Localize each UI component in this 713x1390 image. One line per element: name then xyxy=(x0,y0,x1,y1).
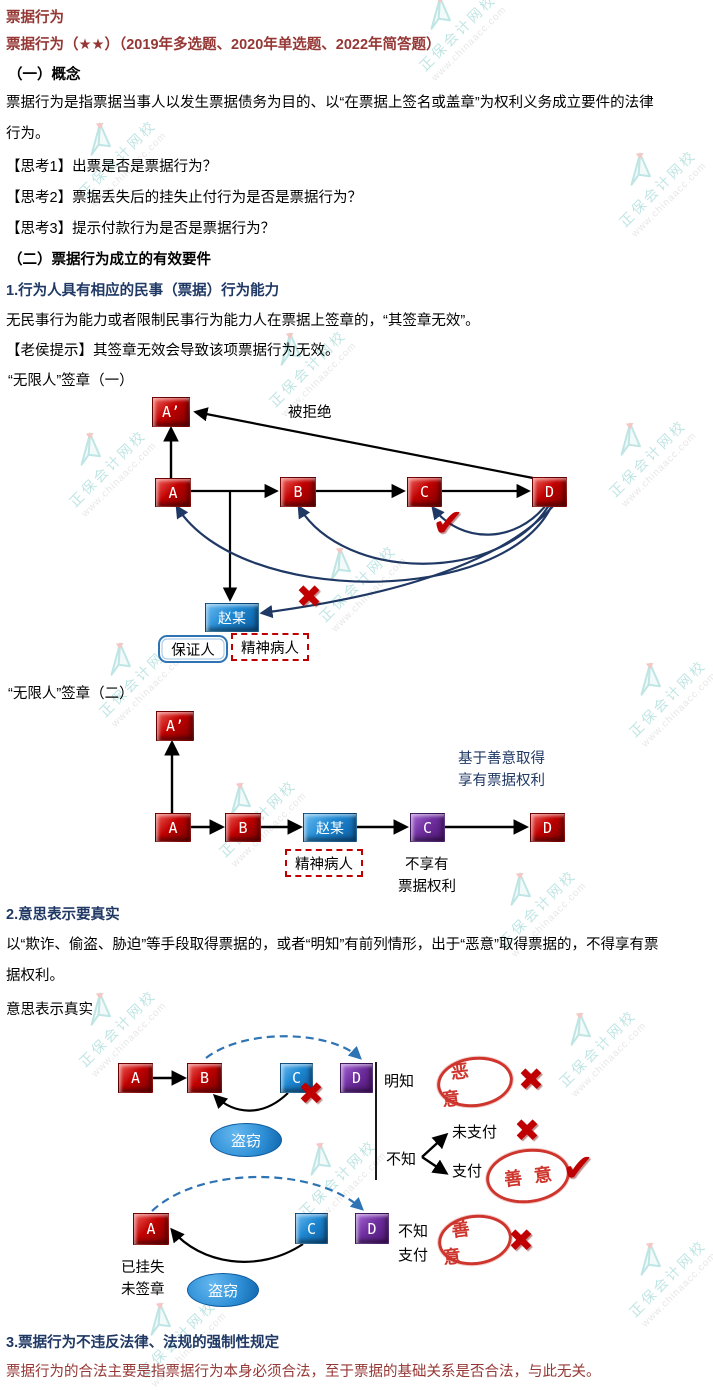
diagram3-true-intention: A B C D ✖ 盗窃 明知 恶意 ✖ 不知 未支付 ✖ 支付 善意 ✔ A … xyxy=(0,1028,713,1320)
not-know-label-2: 不知 xyxy=(398,1223,429,1240)
node-c2: C xyxy=(295,1213,328,1244)
node-b: B xyxy=(225,813,261,842)
node-a: A xyxy=(118,1063,153,1093)
guarantor-tag: 保证人 xyxy=(158,635,228,663)
branch-to-paid xyxy=(421,1156,449,1175)
concept-body: 票据行为是指票据当事人以发生票据债务为目的、以“在票据上签名或盖章”为权利义务成… xyxy=(6,95,654,142)
steal-bubble: 盗窃 xyxy=(210,1123,282,1157)
no-right-label-line1: 不享有 xyxy=(405,857,449,873)
steal-bubble-2: 盗窃 xyxy=(187,1273,259,1307)
node-c: C xyxy=(410,813,445,842)
req1-tip: 【老侯提示】其签章无效会导致该项票据行为无效。 xyxy=(6,343,340,359)
node-b: B xyxy=(280,477,316,507)
node-c: C xyxy=(407,477,442,507)
paper-plane-icon xyxy=(417,0,460,35)
topic-subtitle: 票据行为（★★）（2019年多选题、2020年单选题、2022年简答题） xyxy=(6,37,441,53)
cross-icon: ✖ xyxy=(298,1076,324,1111)
req1-heading: 1.行为人具有相应的民事（票据）行为能力 xyxy=(6,283,280,299)
diagram2-arrows xyxy=(164,739,530,835)
req1-body: 无民事行为能力或者限制民事行为能力人在票据上签章的，“其签章无效”。 xyxy=(6,313,480,329)
node-a-prime: A’ xyxy=(156,711,194,741)
good-faith-stamp-2: 善意 xyxy=(435,1210,515,1270)
no-right-label-line2: 票据权利 xyxy=(398,879,456,895)
diagram1-caption: “无限人”签章（一） xyxy=(8,373,134,389)
node-b: B xyxy=(187,1063,222,1093)
cross-icon: ✖ xyxy=(514,1113,540,1148)
node-zhao: 赵某 xyxy=(205,603,259,632)
node-d: D xyxy=(530,813,565,842)
cross-icon: ✖ xyxy=(518,1062,544,1097)
diagram2-invalid-signature-2: A’ 基于善意取得 享有票据权利 A B 赵某 C D 精神病人 不享有 票据权… xyxy=(0,703,713,898)
page-title: 票据行为 xyxy=(6,10,64,26)
check-icon: ✔ xyxy=(432,503,464,545)
req2-body: 以“欺诈、偷盗、胁迫”等手段取得票据的，或者“明知”有前列情形，出于“恶意”取得… xyxy=(6,937,659,984)
diagram2-caption: “无限人”签章（二） xyxy=(8,686,134,702)
node-a: A xyxy=(155,813,191,842)
dashed-curve-b-to-d xyxy=(205,1035,362,1060)
paid-label-2: 支付 xyxy=(398,1247,429,1264)
arrow-d-to-aprime-rejected xyxy=(193,407,534,480)
curve-c-to-b-steal xyxy=(212,1092,289,1112)
node-a2: A xyxy=(133,1213,169,1245)
think1-line: 【思考1】出票是否是票据行为？ xyxy=(6,159,218,175)
think2-line: 【思考2】票据丢失后的挂失止付行为是否是票据行为？ xyxy=(6,190,363,206)
think3-line: 【思考3】提示付款行为是否是票据行为？ xyxy=(6,221,276,237)
node-d: D xyxy=(532,477,567,507)
branch-to-unpaid xyxy=(421,1132,449,1158)
recourse-curve-d-to-b xyxy=(297,504,550,565)
diagram3-caption: 意思表示真实 xyxy=(6,1002,93,1018)
req3-body: 票据行为的合法主要是指票据行为本身必须合法，至于票据的基础关系是否合法，与此无关… xyxy=(6,1364,601,1380)
cross-icon: ✖ xyxy=(508,1223,534,1258)
node-c: C xyxy=(280,1063,313,1093)
diagram1-arrows xyxy=(163,407,555,619)
node-zhao: 赵某 xyxy=(303,813,357,842)
curve-c-to-a-steal xyxy=(170,1227,304,1263)
diagram3-arrows xyxy=(151,1035,449,1263)
req2-heading: 2.意思表示要真实 xyxy=(6,907,120,923)
recourse-curve-d-to-a xyxy=(175,504,553,583)
reported-lost-label-line1: 已挂失 xyxy=(121,1260,165,1276)
req3-heading: 3.票据行为不违反法律、法规的强制性规定 xyxy=(6,1335,280,1351)
rejected-label: 被拒绝 xyxy=(288,405,332,421)
cross-icon: ✖ xyxy=(296,579,322,614)
mental-patient-tag: 精神病人 xyxy=(285,849,363,877)
check-icon: ✔ xyxy=(562,1148,594,1190)
node-d2: D xyxy=(355,1213,389,1244)
recourse-curve-d-to-c xyxy=(431,504,547,536)
paper-plane-icon xyxy=(617,148,660,191)
node-d: D xyxy=(340,1063,373,1093)
requirements-heading: （二）票据行为成立的有效要件 xyxy=(8,252,211,268)
mental-patient-tag: 精神病人 xyxy=(231,633,309,661)
dashed-curve-a-to-d xyxy=(151,1175,364,1212)
not-know-label: 不知 xyxy=(386,1151,417,1168)
reported-lost-label-line2: 未签章 xyxy=(121,1282,165,1298)
node-a-prime: A’ xyxy=(152,397,190,427)
good-faith-note-line2: 享有票据权利 xyxy=(458,773,545,789)
know-label: 明知 xyxy=(384,1073,415,1090)
recourse-curve-d-to-zhao xyxy=(259,504,555,619)
unpaid-label: 未支付 xyxy=(452,1124,498,1141)
node-a: A xyxy=(155,478,191,507)
concept-heading: （一）概念 xyxy=(8,67,81,83)
diagram1-invalid-signature-1: A’ 被拒绝 A B C D ✔ ✖ 赵某 保证人 精神病人 xyxy=(0,393,713,671)
bad-faith-stamp: 恶意 xyxy=(434,1052,516,1112)
paid-label: 支付 xyxy=(452,1163,483,1180)
good-faith-note-line1: 基于善意取得 xyxy=(458,751,545,767)
